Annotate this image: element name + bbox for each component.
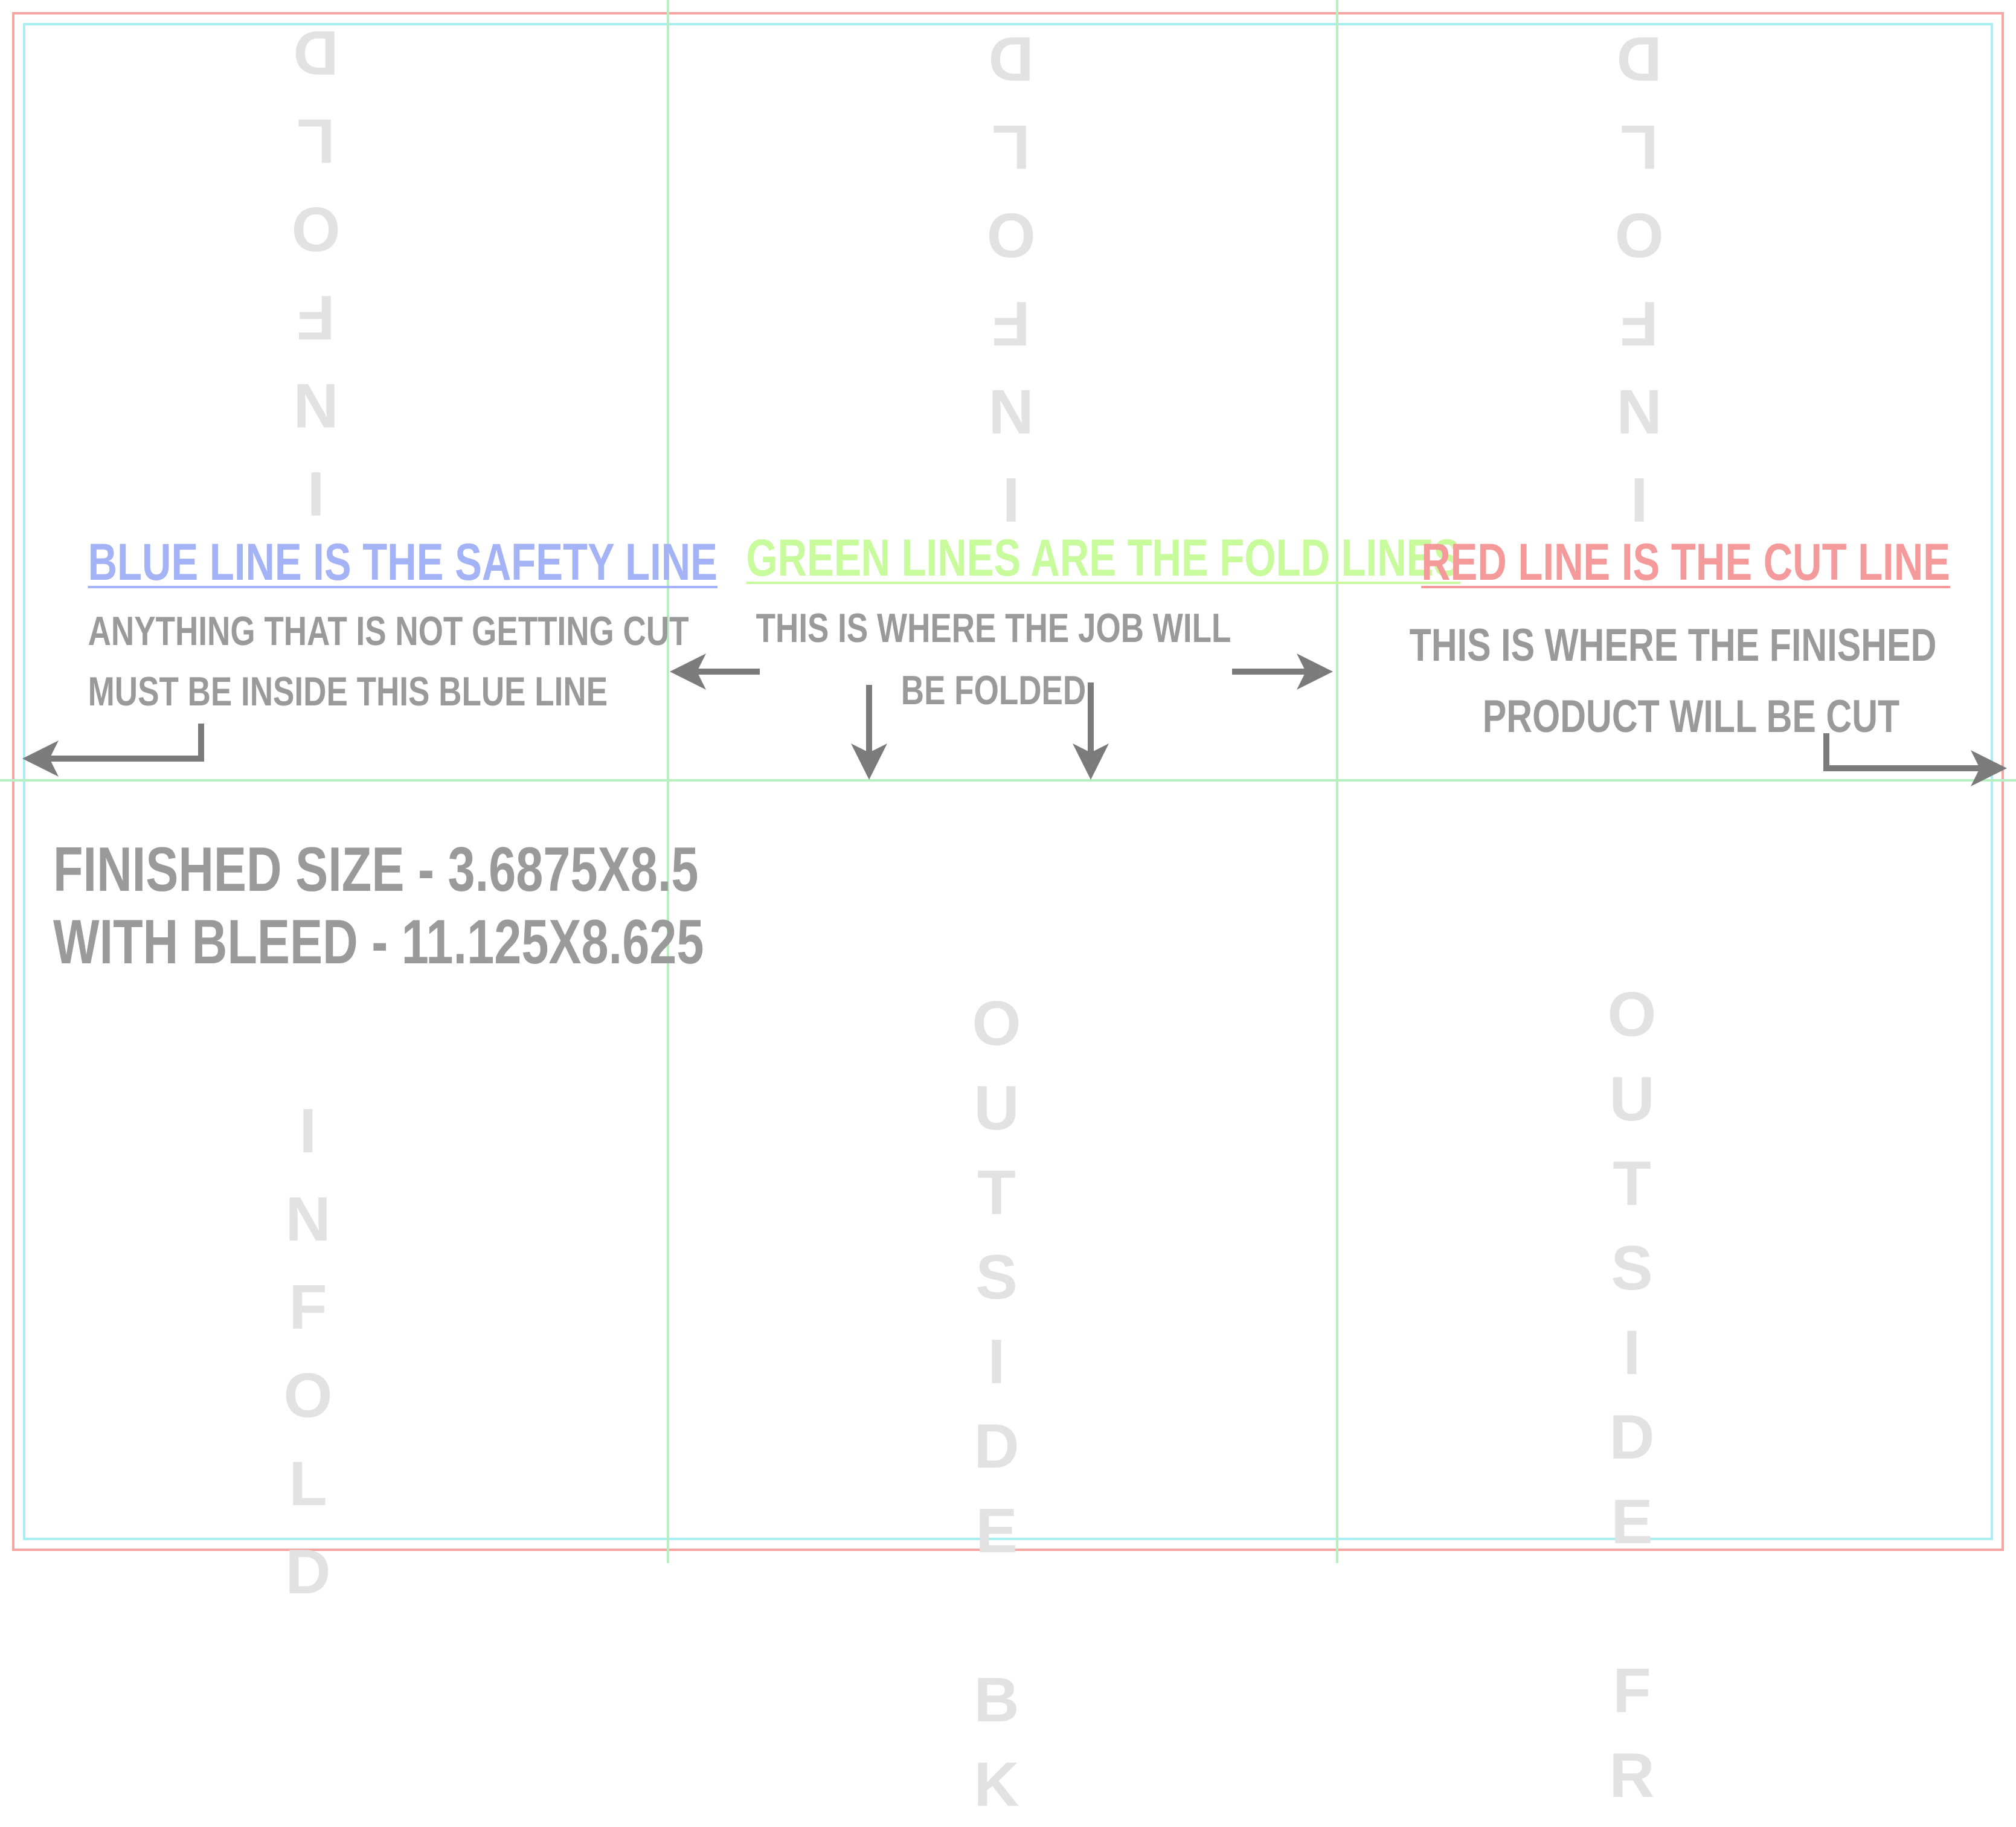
watermark-bottom-left: I N F O L D — [283, 1096, 333, 1607]
cut-arrow — [1823, 733, 2007, 786]
arrows-layer — [22, 653, 2007, 786]
safety-arrow — [22, 724, 204, 777]
cut-line-heading: RED LINE IS THE CUT LINE — [1421, 533, 1951, 591]
safety-line-text-2: MUST BE INSIDE THIS BLUE LINE — [88, 669, 608, 714]
cut-line-text-1: THIS IS WHERE THE FINISHED — [1409, 620, 1937, 671]
finished-size-text: FINISHED SIZE - 3.6875X8.5 — [53, 835, 699, 905]
fold-line-text-1: THIS IS WHERE THE JOB WILL — [756, 605, 1231, 651]
bleed-size-text: WITH BLEED - 11.125X8.625 — [53, 907, 704, 977]
fold-line-text-2: BE FOLDED — [900, 667, 1087, 713]
cut-line-text-2: PRODUCT WILL BE CUT — [1482, 691, 1900, 742]
